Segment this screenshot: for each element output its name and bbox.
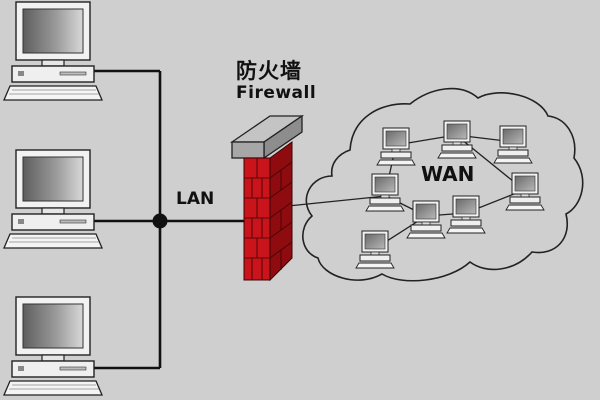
wan-computer-7 xyxy=(446,195,486,234)
lan-computer-3 xyxy=(3,296,103,396)
lan-junction-node xyxy=(152,213,168,229)
lan-computer-1 xyxy=(3,1,103,101)
wan-computer-2 xyxy=(437,120,477,159)
wan-computer-4 xyxy=(365,173,405,212)
wan-computer-6 xyxy=(406,200,446,239)
lan-wiring xyxy=(90,69,245,370)
firewall-chinese-label: 防火墙 xyxy=(236,59,302,83)
wan-computer-5 xyxy=(505,172,545,211)
lan-computer-2 xyxy=(3,149,103,249)
wan-computer-8 xyxy=(355,230,395,269)
lan-label: LAN xyxy=(176,189,215,209)
wan-label: WAN xyxy=(421,162,475,186)
wan-computer-3 xyxy=(493,125,533,164)
firewall-wall xyxy=(229,114,305,282)
firewall-english-label: Firewall xyxy=(236,83,317,103)
wan-cloud xyxy=(302,87,584,282)
wan-computer-1 xyxy=(376,127,416,166)
